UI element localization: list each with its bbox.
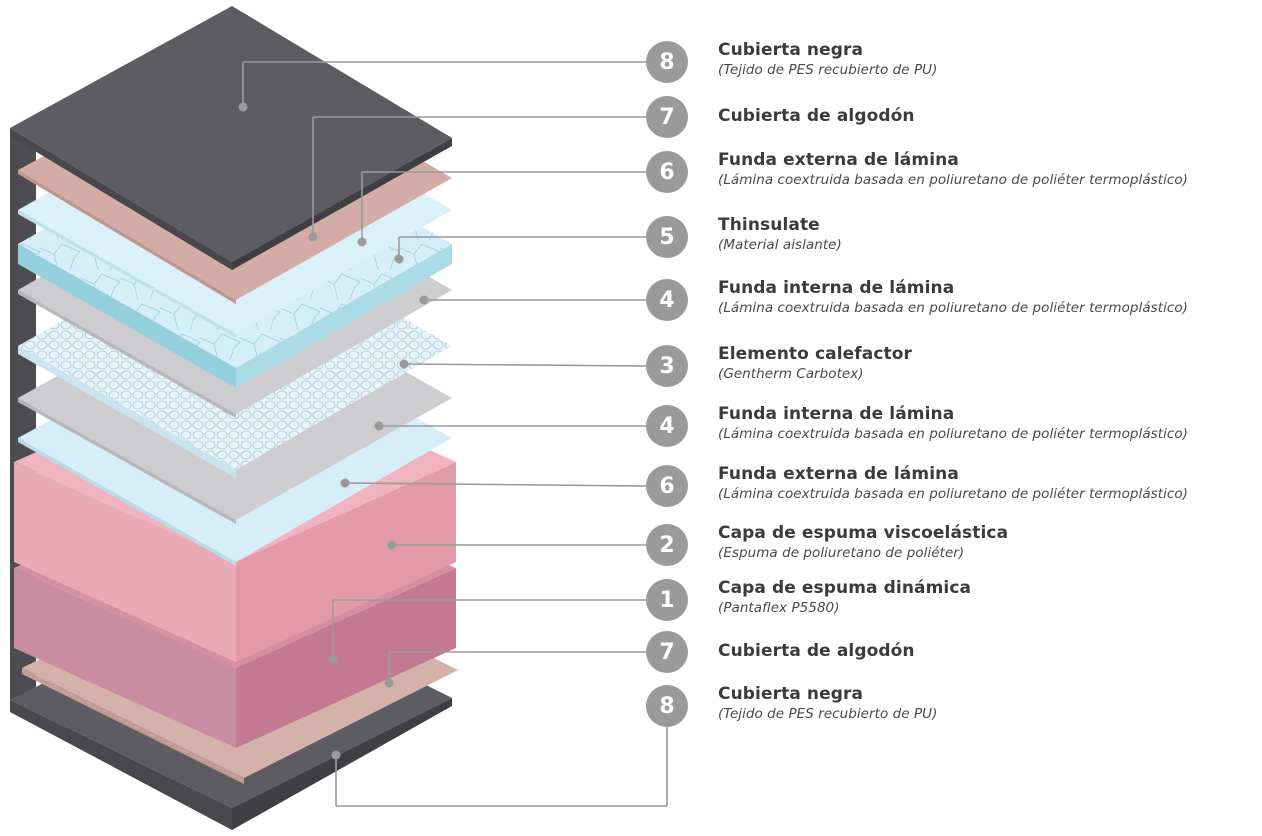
leader-6 xyxy=(399,359,647,369)
layer-number-badge: 5 xyxy=(646,216,688,258)
layer-subtitle: (Lámina coextruida basada en poliuretano… xyxy=(718,426,1188,442)
layer-number-badge: 8 xyxy=(646,41,688,83)
layer-subtitle: (Lámina coextruida basada en poliuretano… xyxy=(718,300,1188,316)
leader-dot xyxy=(387,540,397,550)
leader-dot xyxy=(384,678,394,688)
layer-title: Capa de espuma viscoelástica xyxy=(718,523,1009,543)
leader-dot xyxy=(238,102,248,112)
layer-label: Funda interna de lámina (Lámina coextruid… xyxy=(718,278,1258,317)
layer-title: Capa de espuma dinámica xyxy=(718,578,972,598)
layer-label: Cubierta de algodón xyxy=(718,641,1258,662)
leader-2 xyxy=(308,116,646,242)
layer-subtitle: (Material aislante) xyxy=(718,237,842,253)
leader-dot xyxy=(399,359,409,369)
layer-title: Cubierta negra xyxy=(718,40,864,60)
layer-title: Funda interna de lámina xyxy=(718,404,955,424)
layer-number-badge: 8 xyxy=(646,685,688,727)
leader-9 xyxy=(387,540,646,550)
leader-dot xyxy=(374,421,384,431)
layer-number-badge: 7 xyxy=(646,631,688,673)
layer-title: Thinsulate xyxy=(718,215,820,235)
layer-subtitle: (Tejido de PES recubierto de PU) xyxy=(718,62,938,78)
layer-title: Funda interna de lámina xyxy=(718,278,955,298)
leader-3 xyxy=(357,171,646,247)
layer-subtitle: (Pantaflex P5580) xyxy=(718,600,840,616)
layer-label: Thinsulate (Material aislante) xyxy=(718,215,1258,254)
leader-dot xyxy=(331,750,341,760)
top-black-cover xyxy=(10,6,452,270)
layer-title: Funda externa de lámina xyxy=(718,150,959,170)
layer-number-badge: 4 xyxy=(646,405,688,447)
layer-subtitle: (Lámina coextruida basada en poliuretano… xyxy=(718,486,1188,502)
layer-label: Capa de espuma dinámica (Pantaflex P5580) xyxy=(718,578,1258,617)
leader-dot xyxy=(340,478,350,488)
layer-title: Funda externa de lámina xyxy=(718,464,959,484)
layer-number-badge: 6 xyxy=(646,151,688,193)
leader-dot xyxy=(357,237,367,247)
layer-number-badge: 7 xyxy=(646,96,688,138)
layer-subtitle: (Espuma de poliuretano de poliéter) xyxy=(718,545,965,561)
leader-4 xyxy=(394,236,646,264)
leader-dot xyxy=(328,654,338,664)
leader-8 xyxy=(340,478,647,488)
leader-dot xyxy=(394,254,404,264)
layer-label: Cubierta negra (Tejido de PES recubierto … xyxy=(718,684,1258,723)
layer-number-badge: 6 xyxy=(646,465,688,507)
leader-5 xyxy=(419,295,646,305)
leader-lines xyxy=(238,61,668,807)
leader-10 xyxy=(328,599,646,664)
leader-7 xyxy=(374,421,646,431)
layer-label: Cubierta de algodón xyxy=(718,106,1258,127)
layer-number-badge: 2 xyxy=(646,524,688,566)
layer-label: Funda interna de lámina (Lámina coextruid… xyxy=(718,404,1258,443)
layer-title: Cubierta de algodón xyxy=(718,106,915,126)
layer-number-badge: 4 xyxy=(646,279,688,321)
leader-1 xyxy=(238,61,646,112)
layer-subtitle: (Lámina coextruida basada en poliuretano… xyxy=(718,172,1188,188)
layer-label: Capa de espuma viscoelástica (Espuma de p… xyxy=(718,523,1258,562)
layer-title: Elemento calefactor xyxy=(718,344,912,364)
leader-dot xyxy=(308,232,318,242)
layer-label: Funda externa de lámina (Lámina coextruid… xyxy=(718,464,1258,503)
leader-11 xyxy=(384,651,646,688)
layer-title: Cubierta de algodón xyxy=(718,641,915,661)
layer-number-badge: 3 xyxy=(646,345,688,387)
layer-subtitle: (Tejido de PES recubierto de PU) xyxy=(718,706,938,722)
layer-title: Cubierta negra xyxy=(718,684,864,704)
layer-subtitle: (Gentherm Carbotex) xyxy=(718,366,864,382)
layer-label: Funda externa de lámina (Lámina coextruid… xyxy=(718,150,1258,189)
layer-label: Cubierta negra (Tejido de PES recubierto … xyxy=(718,40,1258,79)
layer-label: Elemento calefactor (Gentherm Carbotex) xyxy=(718,344,1258,383)
layer-number-badge: 1 xyxy=(646,579,688,621)
leader-dot xyxy=(419,295,429,305)
leader-12 xyxy=(331,727,668,807)
